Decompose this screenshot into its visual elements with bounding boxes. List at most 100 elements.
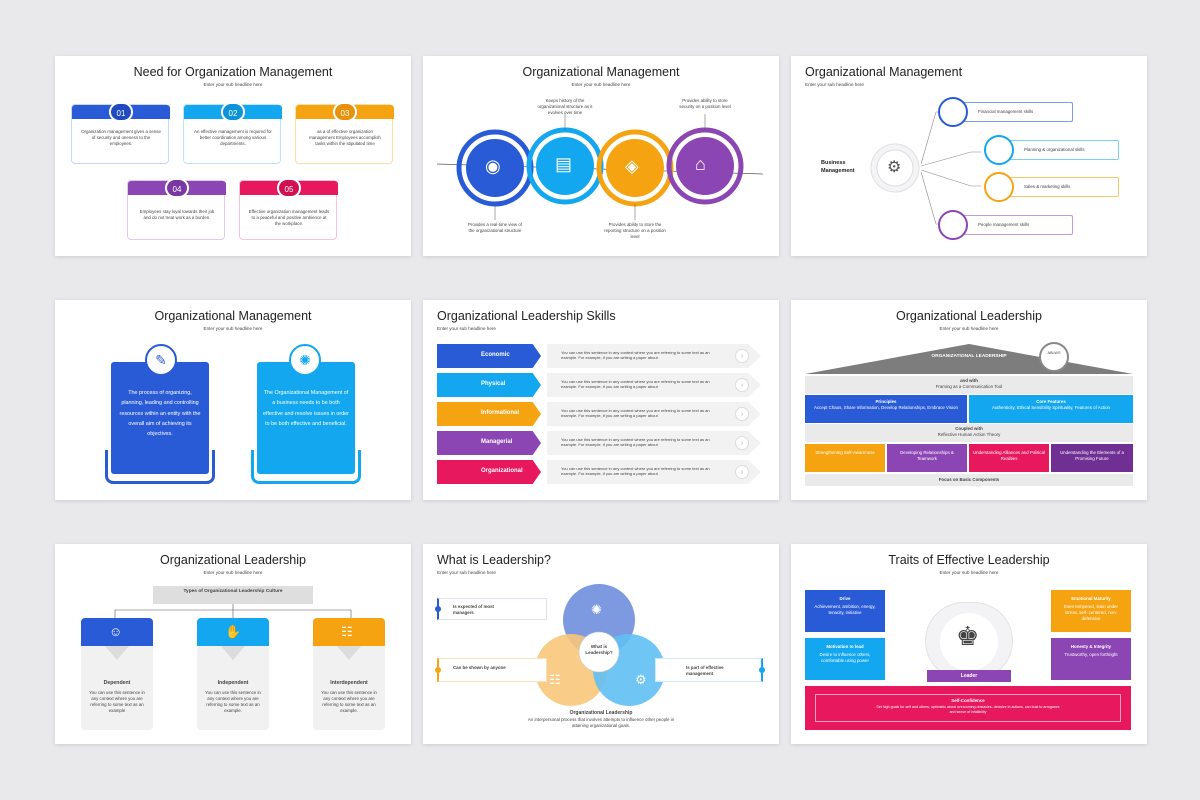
col-interdependent: ☷ Interdependent You can use this senten… [313,618,385,730]
pillar-principles: Principles Accept Chaos, Share Informati… [805,395,967,423]
slide-org-management-panels[interactable]: Organizational Management Enter your sub… [55,300,411,500]
col-title: Dependent [103,680,131,686]
slide-what-is-leadership[interactable]: What is Leadership? Enter your sub headl… [423,544,779,744]
row-label: Coupled with [955,426,983,431]
panel-left [105,450,215,484]
trait-text: Achievement, ambition, energy, tenacity,… [814,603,876,615]
trait-drive: Drive Achievement, ambition, energy, ten… [805,590,885,632]
component-box: Developing Relationships & Teamwork [887,444,967,472]
row-text: Framing as a Communication Tool [935,383,1003,389]
skill-financial: Financial management skills [938,97,1073,127]
card-02: 02 An effective management is required f… [183,102,282,164]
row-label: and with [960,378,978,383]
connector-lines [870,111,981,225]
slide-leadership-skills[interactable]: Organizational Leadership Skills Enter y… [423,300,779,500]
eye-icon: ◉ [485,156,501,176]
bottom-text: An interpersonal process that involves a… [527,717,675,728]
note-managers: Is expected of most managers [435,598,547,620]
circles-graphic [436,114,764,220]
chevron-right-icon[interactable]: › [735,349,749,363]
skill-text: You can use this sentence in any context… [561,466,710,477]
slide-subtitle: Enter your sub headline here [203,570,263,575]
panel-text: The Organizational Management of a busin… [263,390,349,427]
slide-title: Organizational Management [154,309,312,323]
col-independent: ✋ Independent You can use this sentence … [197,618,269,730]
col-dependent: ☺ Dependent You can use this sentence in… [81,618,153,730]
slide-subtitle: Enter your sub headline here [437,570,496,575]
pillar-core-features: Core Features Authenticity, Ethical Sens… [969,395,1133,423]
caption-top-2: Provides ability to store security on a … [679,98,731,109]
skill-label: Economic [481,352,510,358]
number-badge: 01 [109,102,133,122]
pillar-title: Core Features [1036,399,1066,404]
trait-title: Honesty & Integrity [1070,644,1112,649]
trait-emotional-maturity: Emotional Maturity Even tempered, stain … [1051,590,1131,632]
skill-row-economic: Economic You can use this sentence in an… [437,344,767,368]
skill-text: You can use this sentence in any context… [561,437,710,448]
card-05: 05 Effective organization management lea… [239,178,338,240]
chevron-right-icon[interactable]: › [735,378,749,392]
handshake-icon: ✋ [225,624,242,639]
trait-self-confidence: Self-Confidence Set high goals for self … [805,686,1131,730]
group-icon: ☷ [341,624,353,639]
skill-row-organizational: Organizational You can use this sentence… [437,460,767,484]
pillar-text: Authenticity, Ethical Sensibility Spirit… [992,404,1110,410]
slide-need-for-org-management[interactable]: Need for Organization Management Enter y… [55,56,411,256]
caption-top-1: Keeps history of the organizational stru… [537,98,593,115]
slide-title: Organizational Management [805,65,963,79]
slide-leadership-culture[interactable]: Organizational Leadership Enter your sub… [55,544,411,744]
number-badge: 05 [277,178,301,198]
slide-title: What is Leadership? [437,553,551,567]
slide-subtitle: Enter your sub headline here [203,326,263,331]
base-label: Focus on Basic Components [805,474,1133,486]
chevron-right-icon[interactable]: › [735,436,749,450]
trait-text: Desire to influence others, comfortable … [819,651,871,663]
note-text: Is part of effective management [686,665,724,676]
slide-traits-leadership[interactable]: Traits of Effective Leadership Enter you… [791,544,1147,744]
slide-leadership-house[interactable]: Organizational Leadership Enter your sub… [791,300,1147,500]
note-anyone: Can be shown by anyone [435,658,547,682]
slide-org-management-circles[interactable]: Organizational Management Enter your sub… [423,56,779,256]
badge-label: ABLWS [1047,351,1061,355]
col-title: Independent [217,680,249,686]
badge-circle: ABLWS [1039,342,1069,372]
skill-people: People management skills [938,210,1073,240]
card-04: 04 Employees stay loyal towards their jo… [127,178,226,240]
slide-title: Organizational Leadership Skills [437,309,616,323]
panel-right [251,450,361,484]
chevron-right-icon[interactable]: › [735,407,749,421]
trait-title: Motivation to lead [826,644,864,649]
caption-bottom-1: Provides a real-time view of the organiz… [468,222,522,233]
slide-title: Organizational Management [522,65,680,79]
leader-globe: ♚ [925,602,1013,680]
skill-planning: Planning & organizational skills [984,135,1119,165]
component-label: Developing Relationships & Teamwork [900,450,954,461]
person-icon: ☺ [109,624,123,639]
skill-label: Informational [481,410,520,416]
card-01: 01 Organization management gives a sense… [71,102,170,164]
row-framing: and with Framing as a Communication Tool [805,376,1133,394]
panel-left-body: The process of organizing, planning, lea… [111,362,209,474]
skill-label: People management skills [978,222,1030,227]
card-text: as a of effective organization managemen… [309,129,381,146]
col-text: You can use this sentence in any context… [321,690,377,713]
component-box: Understanding the Elements of a Promisin… [1051,444,1133,472]
pillar-text: Accept Chaos, Share Information, Develop… [814,404,958,410]
slide-title: Need for Organization Management [133,65,333,79]
slide-title: Organizational Leadership [896,309,1042,323]
component-label: Strengthening Self-Awareness [815,450,875,455]
chevron-right-icon[interactable]: › [735,465,749,479]
network-icon: ✺ [591,602,602,617]
skill-label: Sales & marketing skills [1024,184,1071,189]
skill-label: Financial management skills [978,109,1034,114]
center-label: Business Management [821,160,855,174]
number-badge: 02 [221,102,245,122]
leader-label: Leader [927,670,1011,682]
component-label: Understanding the Elements of a Promisin… [1060,450,1124,461]
card-text: Organization management gives a sense of… [81,129,161,146]
number-badge: 04 [165,178,189,198]
gear-people-icon: ⚙ [887,159,902,176]
slide-subtitle: Enter your sub headline here [805,82,864,87]
gear-people-icon: ⚙ [635,672,647,687]
slide-business-management-skills[interactable]: Organizational Management Enter your sub… [791,56,1147,256]
